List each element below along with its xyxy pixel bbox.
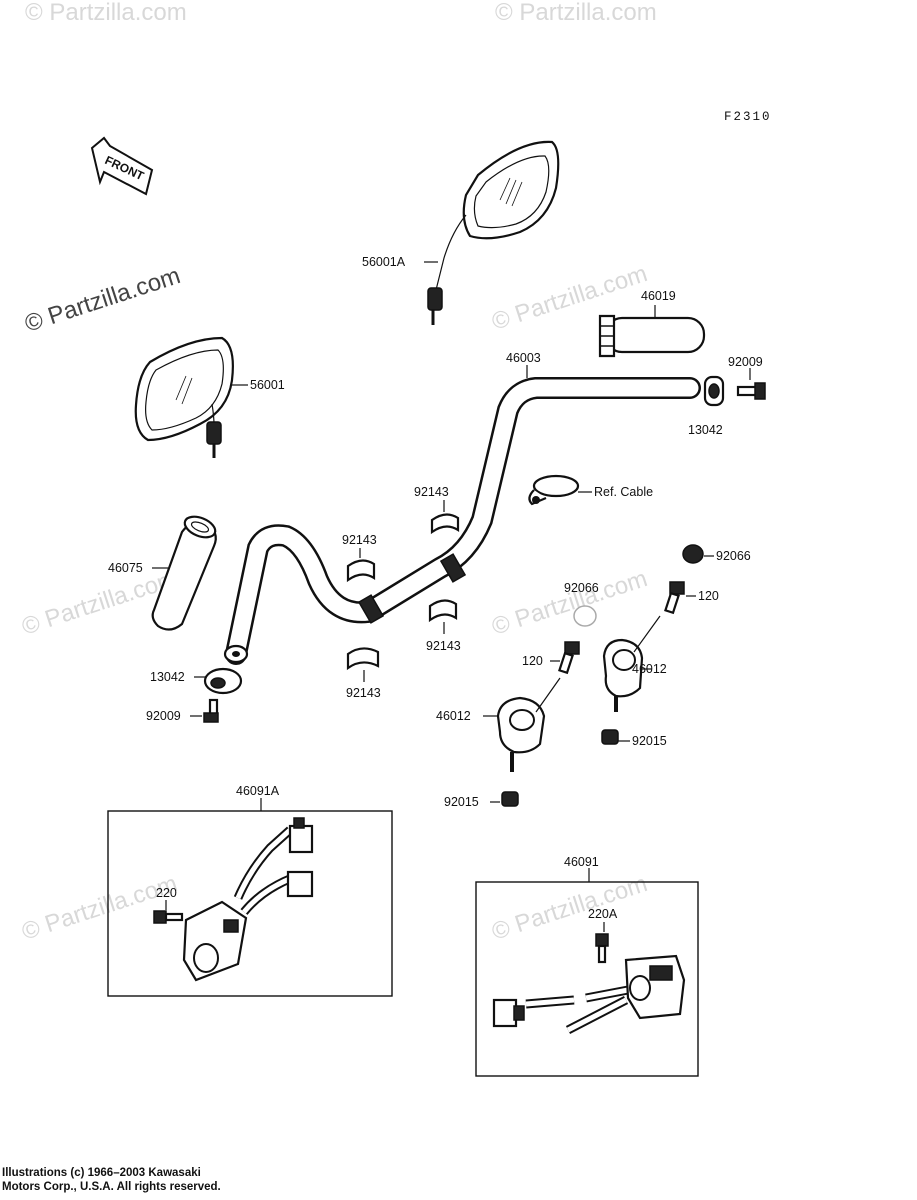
label-ref-cable: Ref. Cable xyxy=(594,485,653,499)
damper xyxy=(428,599,458,623)
label-46003: 46003 xyxy=(506,351,541,365)
label-92143-d: 92143 xyxy=(346,686,381,700)
holder xyxy=(496,696,546,772)
label-56001A: 56001A xyxy=(362,255,406,269)
nut xyxy=(601,729,619,745)
label-46012-b: 46012 xyxy=(436,709,471,723)
damper xyxy=(346,559,376,583)
switch-right xyxy=(492,954,686,1034)
label-120-a: 120 xyxy=(698,589,719,603)
switch-left-box xyxy=(107,810,393,997)
watermarks: © Partzilla.com © Partzilla.com © Partzi… xyxy=(19,0,657,946)
watermark-text: © Partzilla.com xyxy=(25,0,187,26)
grip-left xyxy=(151,515,217,631)
label-92009-left: 92009 xyxy=(146,709,181,723)
bolt-end-right xyxy=(736,382,766,400)
holder xyxy=(602,638,644,712)
label-220A: 220A xyxy=(588,907,618,921)
damper xyxy=(346,647,380,671)
cable-clamp xyxy=(528,474,580,506)
copyright-line-2: Motors Corp., U.S.A. All rights reserved… xyxy=(2,1181,221,1193)
figure-code: F2310 xyxy=(724,110,772,124)
weight-right xyxy=(703,375,725,407)
cap xyxy=(682,544,704,564)
cap xyxy=(573,605,597,627)
switch-right-box xyxy=(475,881,699,1077)
label-92015-a: 92015 xyxy=(632,734,667,748)
switch-left xyxy=(182,817,314,982)
bolt xyxy=(664,581,685,615)
handlebar xyxy=(223,377,701,665)
nut xyxy=(501,791,519,807)
copyright-notice: Illustrations (c) 1966–2003 Kawasaki Mot… xyxy=(2,1166,302,1194)
label-46012-a: 46012 xyxy=(632,662,667,676)
label-120-b: 120 xyxy=(522,654,543,668)
front-arrow-icon: FRONT xyxy=(90,136,154,196)
label-13042-left: 13042 xyxy=(150,670,185,684)
label-46075: 46075 xyxy=(108,561,143,575)
label-92143-a: 92143 xyxy=(414,485,449,499)
label-46091: 46091 xyxy=(564,855,599,869)
label-92066-b: 92066 xyxy=(564,581,599,595)
bolt xyxy=(558,641,580,675)
label-56001: 56001 xyxy=(250,378,285,392)
mirror-left xyxy=(134,336,234,458)
copyright-line-1: Illustrations (c) 1966–2003 Kawasaki xyxy=(2,1167,201,1179)
damper xyxy=(430,513,460,535)
watermark-text: © Partzilla.com xyxy=(22,262,184,338)
label-46091A: 46091A xyxy=(236,784,280,798)
mirror-right xyxy=(427,140,560,325)
label-92015-b: 92015 xyxy=(444,795,479,809)
label-92066-a: 92066 xyxy=(716,549,751,563)
watermark-text: © Partzilla.com xyxy=(489,565,651,641)
label-220: 220 xyxy=(156,886,177,900)
label-13042-right: 13042 xyxy=(688,423,723,437)
bolt-end-left xyxy=(203,698,219,723)
screw xyxy=(153,910,184,924)
weight-left xyxy=(203,667,243,695)
label-92009-right: 92009 xyxy=(728,355,763,369)
label-92143-c: 92143 xyxy=(426,639,461,653)
label-46019: 46019 xyxy=(641,289,676,303)
watermark-text: © Partzilla.com xyxy=(19,870,181,946)
watermark-text: © Partzilla.com xyxy=(495,0,657,26)
grip-right xyxy=(598,314,706,358)
label-92143-b: 92143 xyxy=(342,533,377,547)
screw xyxy=(595,933,609,964)
